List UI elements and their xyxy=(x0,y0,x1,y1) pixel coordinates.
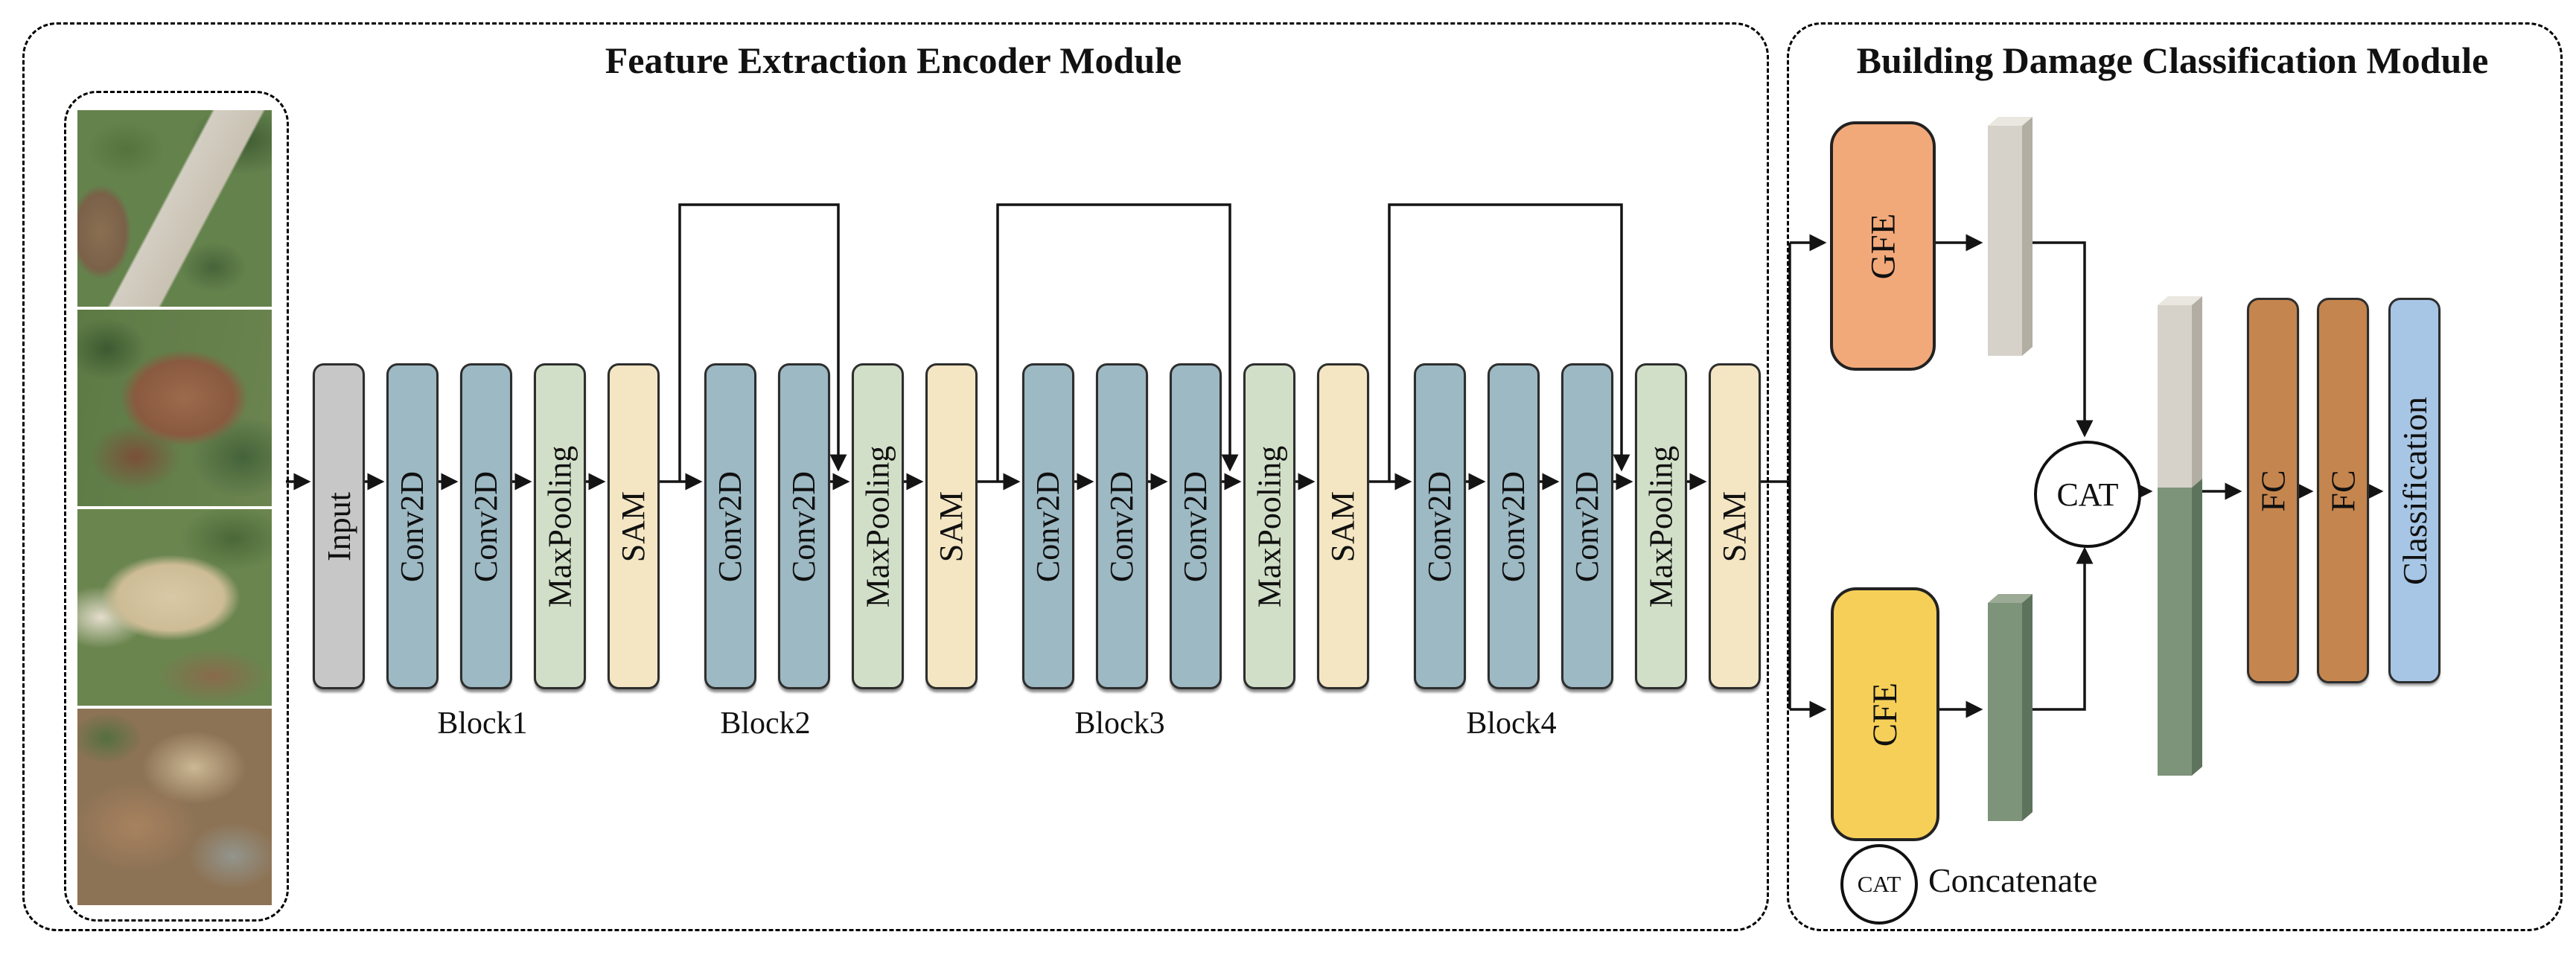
layer-bar-sam: SAM xyxy=(1317,363,1369,689)
layer-label: Input xyxy=(320,491,357,561)
layer-label: Conv2D xyxy=(1569,470,1606,582)
layer-bar-maxpooling: MaxPooling xyxy=(1635,363,1687,689)
concat-feature-bar-gray xyxy=(2158,305,2192,488)
legend-description: Concatenate xyxy=(1928,861,2098,899)
classification-layer: Classification xyxy=(2388,298,2440,683)
layer-bar-conv2d: Conv2D xyxy=(1561,363,1613,689)
layer-label: Conv2D xyxy=(712,470,749,582)
layer-label: SAM xyxy=(1716,491,1753,562)
layer-bar-conv2d: Conv2D xyxy=(1488,363,1540,689)
layer-label: Conv2D xyxy=(1495,470,1532,582)
legend-cat-text: CAT xyxy=(1857,871,1901,897)
layer-bar-maxpooling: MaxPooling xyxy=(534,363,586,689)
building-damage-classification-module-box xyxy=(1787,22,2563,931)
input-aerial-image-3 xyxy=(77,509,272,706)
layer-label: SAM xyxy=(933,491,970,562)
layer-bar-conv2d: Conv2D xyxy=(704,363,756,689)
input-aerial-image-1 xyxy=(77,110,272,307)
layer-bar-conv2d: Conv2D xyxy=(460,363,512,689)
fc-layer-2: FC xyxy=(2317,298,2369,683)
concat-feature-bar-green xyxy=(2158,488,2192,776)
custom-feature-bar xyxy=(1988,603,2022,821)
input-aerial-image-2 xyxy=(77,310,272,506)
global-feature-bar xyxy=(1988,126,2022,356)
fc2-label: FC xyxy=(2324,469,2362,512)
layer-bar-sam: SAM xyxy=(925,363,978,689)
layer-label: Conv2D xyxy=(1177,470,1214,582)
layer-bar-conv2d: Conv2D xyxy=(1096,363,1148,689)
layer-label: SAM xyxy=(615,491,652,562)
feature-extraction-encoder-module-box xyxy=(22,22,1769,931)
layer-label: Conv2D xyxy=(468,470,505,582)
cat-node: CAT xyxy=(2034,441,2141,548)
input-images-box xyxy=(64,91,289,922)
block3-caption: Block3 xyxy=(1074,706,1165,741)
gfe-label: GFE xyxy=(1863,213,1902,279)
legend-cat-symbol: CAT xyxy=(1840,844,1918,925)
cat-node-label: CAT xyxy=(2056,476,2119,513)
layer-label: MaxPooling xyxy=(541,445,578,607)
block2-caption: Block2 xyxy=(720,706,811,741)
block1-caption: Block1 xyxy=(437,706,528,741)
layer-bar-sam: SAM xyxy=(608,363,660,689)
input-aerial-image-4 xyxy=(77,709,272,905)
layer-label: SAM xyxy=(1324,491,1362,562)
layer-bar-conv2d: Conv2D xyxy=(1022,363,1074,689)
layer-label: Conv2D xyxy=(785,470,823,582)
layer-bar-conv2d: Conv2D xyxy=(1414,363,1466,689)
layer-label: MaxPooling xyxy=(1642,445,1680,607)
layer-bar-maxpooling: MaxPooling xyxy=(852,363,904,689)
fc1-label: FC xyxy=(2254,469,2292,512)
encoder-module-title: Feature Extraction Encoder Module xyxy=(605,39,1182,81)
layer-label: Conv2D xyxy=(394,470,431,582)
layer-bar-sam: SAM xyxy=(1709,363,1761,689)
cfe-block: CFE xyxy=(1831,587,1939,841)
gfe-block: GFE xyxy=(1830,121,1936,371)
classification-label: Classification xyxy=(2395,396,2434,585)
layer-bar-maxpooling: MaxPooling xyxy=(1243,363,1295,689)
layer-bar-conv2d: Conv2D xyxy=(1170,363,1222,689)
layer-label: Conv2D xyxy=(1103,470,1141,582)
layer-label: MaxPooling xyxy=(859,445,896,607)
layer-label: Conv2D xyxy=(1030,470,1067,582)
layer-bar-input: Input xyxy=(313,363,365,689)
block4-caption: Block4 xyxy=(1466,706,1557,741)
classifier-module-title: Building Damage Classification Module xyxy=(1856,39,2489,81)
layer-label: Conv2D xyxy=(1421,470,1458,582)
layer-label: MaxPooling xyxy=(1251,445,1288,607)
cfe-label: CFE xyxy=(1865,682,1904,747)
layer-bar-conv2d: Conv2D xyxy=(778,363,830,689)
fc-layer-1: FC xyxy=(2247,298,2299,683)
layer-bar-conv2d: Conv2D xyxy=(386,363,439,689)
